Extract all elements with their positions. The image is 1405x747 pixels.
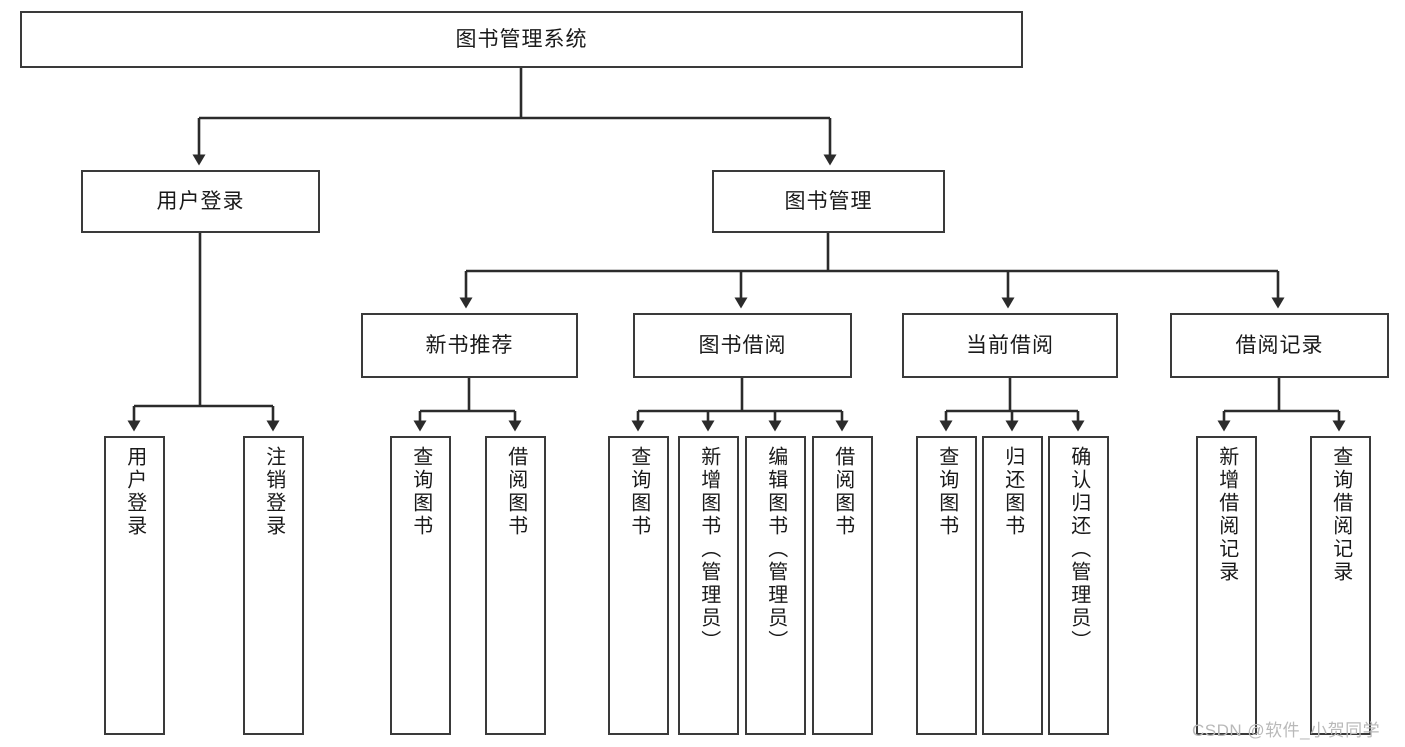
node-label: 图书管理系统 bbox=[455, 27, 588, 51]
node-leaf-borrow-book[interactable]: 借阅图书 bbox=[812, 436, 873, 735]
node-label: 查询借阅记录 bbox=[1329, 446, 1352, 584]
node-label: 当前借阅 bbox=[966, 333, 1054, 357]
node-new-book-recommend[interactable]: 新书推荐 bbox=[361, 313, 578, 378]
node-leaf-query-book-recommend[interactable]: 查询图书 bbox=[390, 436, 451, 735]
node-borrow-record[interactable]: 借阅记录 bbox=[1170, 313, 1389, 378]
node-label: 用户登录 bbox=[156, 189, 245, 213]
node-label: 查询图书 bbox=[409, 446, 432, 538]
node-label: 图书管理 bbox=[784, 189, 873, 213]
node-label: 编辑图书（管理员） bbox=[764, 446, 787, 653]
node-label: 用户登录 bbox=[123, 446, 146, 538]
node-leaf-query-book-current[interactable]: 查询图书 bbox=[916, 436, 977, 735]
node-label: 借阅记录 bbox=[1235, 333, 1324, 357]
node-book-borrow[interactable]: 图书借阅 bbox=[633, 313, 852, 378]
node-leaf-edit-book-admin[interactable]: 编辑图书（管理员） bbox=[745, 436, 806, 735]
node-label: 借阅图书 bbox=[504, 446, 527, 538]
node-leaf-user-logout[interactable]: 注销登录 bbox=[243, 436, 304, 735]
node-label: 借阅图书 bbox=[831, 446, 854, 538]
node-label: 新增借阅记录 bbox=[1215, 446, 1238, 584]
node-leaf-user-login[interactable]: 用户登录 bbox=[104, 436, 165, 735]
node-current-borrow[interactable]: 当前借阅 bbox=[902, 313, 1118, 378]
node-leaf-confirm-return-admin[interactable]: 确认归还（管理员） bbox=[1048, 436, 1109, 735]
node-leaf-add-book-admin[interactable]: 新增图书（管理员） bbox=[678, 436, 739, 735]
node-root-book-management-system[interactable]: 图书管理系统 bbox=[20, 11, 1023, 68]
node-label: 确认归还（管理员） bbox=[1067, 446, 1090, 653]
node-label: 查询图书 bbox=[627, 446, 650, 538]
csdn-watermark: CSDN @软件_小贺同学 bbox=[1192, 721, 1381, 740]
node-leaf-query-borrow-record[interactable]: 查询借阅记录 bbox=[1310, 436, 1371, 735]
node-label: 新增图书（管理员） bbox=[697, 446, 720, 653]
node-leaf-add-borrow-record[interactable]: 新增借阅记录 bbox=[1196, 436, 1257, 735]
node-book-management[interactable]: 图书管理 bbox=[712, 170, 945, 233]
node-leaf-query-book-borrow[interactable]: 查询图书 bbox=[608, 436, 669, 735]
node-label: 注销登录 bbox=[262, 446, 285, 538]
node-leaf-borrow-book-recommend[interactable]: 借阅图书 bbox=[485, 436, 546, 735]
node-label: 新书推荐 bbox=[425, 333, 514, 357]
node-label: 归还图书 bbox=[1001, 446, 1024, 538]
node-user-login[interactable]: 用户登录 bbox=[81, 170, 320, 233]
node-label: 查询图书 bbox=[935, 446, 958, 538]
node-label: 图书借阅 bbox=[698, 333, 787, 357]
node-leaf-return-book[interactable]: 归还图书 bbox=[982, 436, 1043, 735]
